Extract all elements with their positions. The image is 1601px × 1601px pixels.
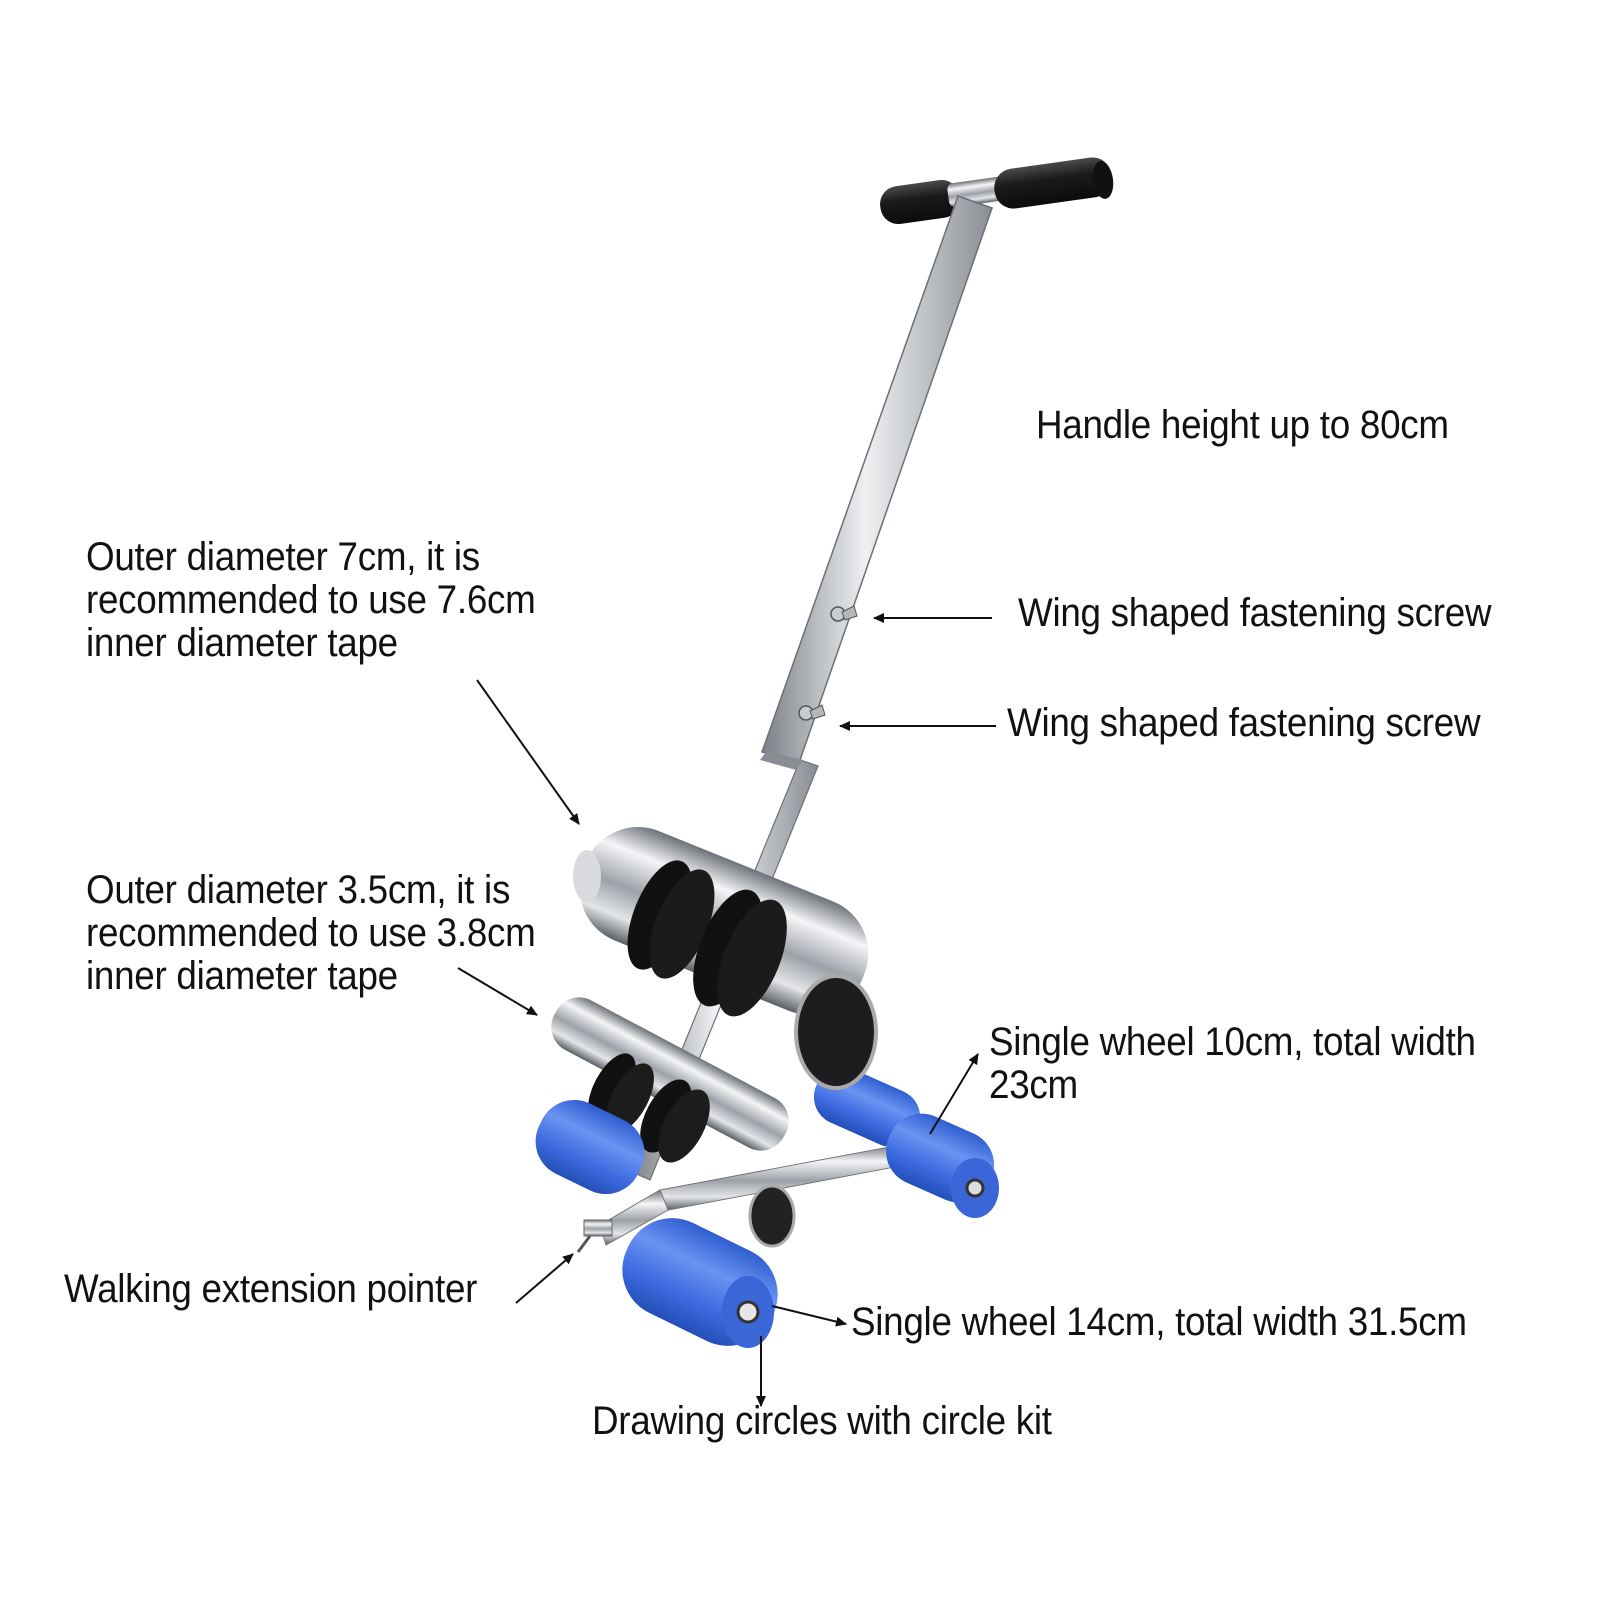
small-core-line-3: inner diameter tape: [86, 954, 398, 998]
rear-wheel-line-2: 23cm: [989, 1063, 1078, 1107]
small-core-line-2: recommended to use 3.8cm: [86, 911, 536, 955]
rear-wheel-line-1: Single wheel 10cm, total width: [989, 1020, 1476, 1064]
callout-arrows: [457, 613, 996, 1407]
arrow-icon: [771, 1305, 847, 1327]
small-tape-core: [551, 997, 796, 1248]
wing-screw-upper-icon: [830, 605, 858, 622]
large-core-line-3: inner diameter tape: [86, 621, 398, 665]
large-tape-core: [573, 827, 878, 1090]
handle-height-label: Handle height up to 80cm: [1036, 404, 1449, 447]
wing-screw-lower-icon: [798, 704, 826, 721]
large-core-label: Outer diameter 7cm, it is recommended to…: [86, 536, 536, 665]
handle-grip: [880, 157, 1114, 225]
front-wheel-right: [622, 1218, 778, 1348]
wing-screw-upper-text: Wing shaped fastening screw: [1018, 591, 1492, 635]
front-wheel-text: Single wheel 14cm, total width 31.5cm: [851, 1300, 1467, 1344]
small-core-line-1: Outer diameter 3.5cm, it is: [86, 868, 511, 912]
large-core-line-2: recommended to use 7.6cm: [86, 578, 536, 622]
arrow-icon: [515, 1253, 574, 1304]
rear-frame: [599, 1144, 906, 1246]
rear-wheel-right: [886, 1113, 999, 1218]
arrow-icon: [929, 1053, 979, 1135]
wing-screw-lower-label: Wing shaped fastening screw: [1007, 701, 1481, 745]
front-wheel-label: Single wheel 14cm, total width 31.5cm: [851, 1301, 1467, 1344]
rear-wheel-label: Single wheel 10cm, total width 23cm: [989, 1021, 1476, 1107]
arrow-icon: [457, 967, 538, 1016]
circle-kit-text: Drawing circles with circle kit: [592, 1399, 1052, 1443]
pointer-label: Walking extension pointer: [64, 1268, 477, 1311]
arrow-icon: [476, 679, 580, 825]
pointer-text: Walking extension pointer: [64, 1267, 478, 1311]
pointer-icon: [576, 1219, 613, 1253]
small-core-label: Outer diameter 3.5cm, it is recommended …: [86, 869, 536, 998]
circle-kit-label: Drawing circles with circle kit: [592, 1400, 1052, 1443]
wing-screw-lower-text: Wing shaped fastening screw: [1007, 701, 1481, 745]
wing-screw-upper-label: Wing shaped fastening screw: [1018, 591, 1492, 635]
front-wheel-left: [535, 1099, 645, 1195]
large-core-line-1: Outer diameter 7cm, it is: [86, 535, 480, 579]
handle-height-text: Handle height up to 80cm: [1036, 403, 1449, 447]
